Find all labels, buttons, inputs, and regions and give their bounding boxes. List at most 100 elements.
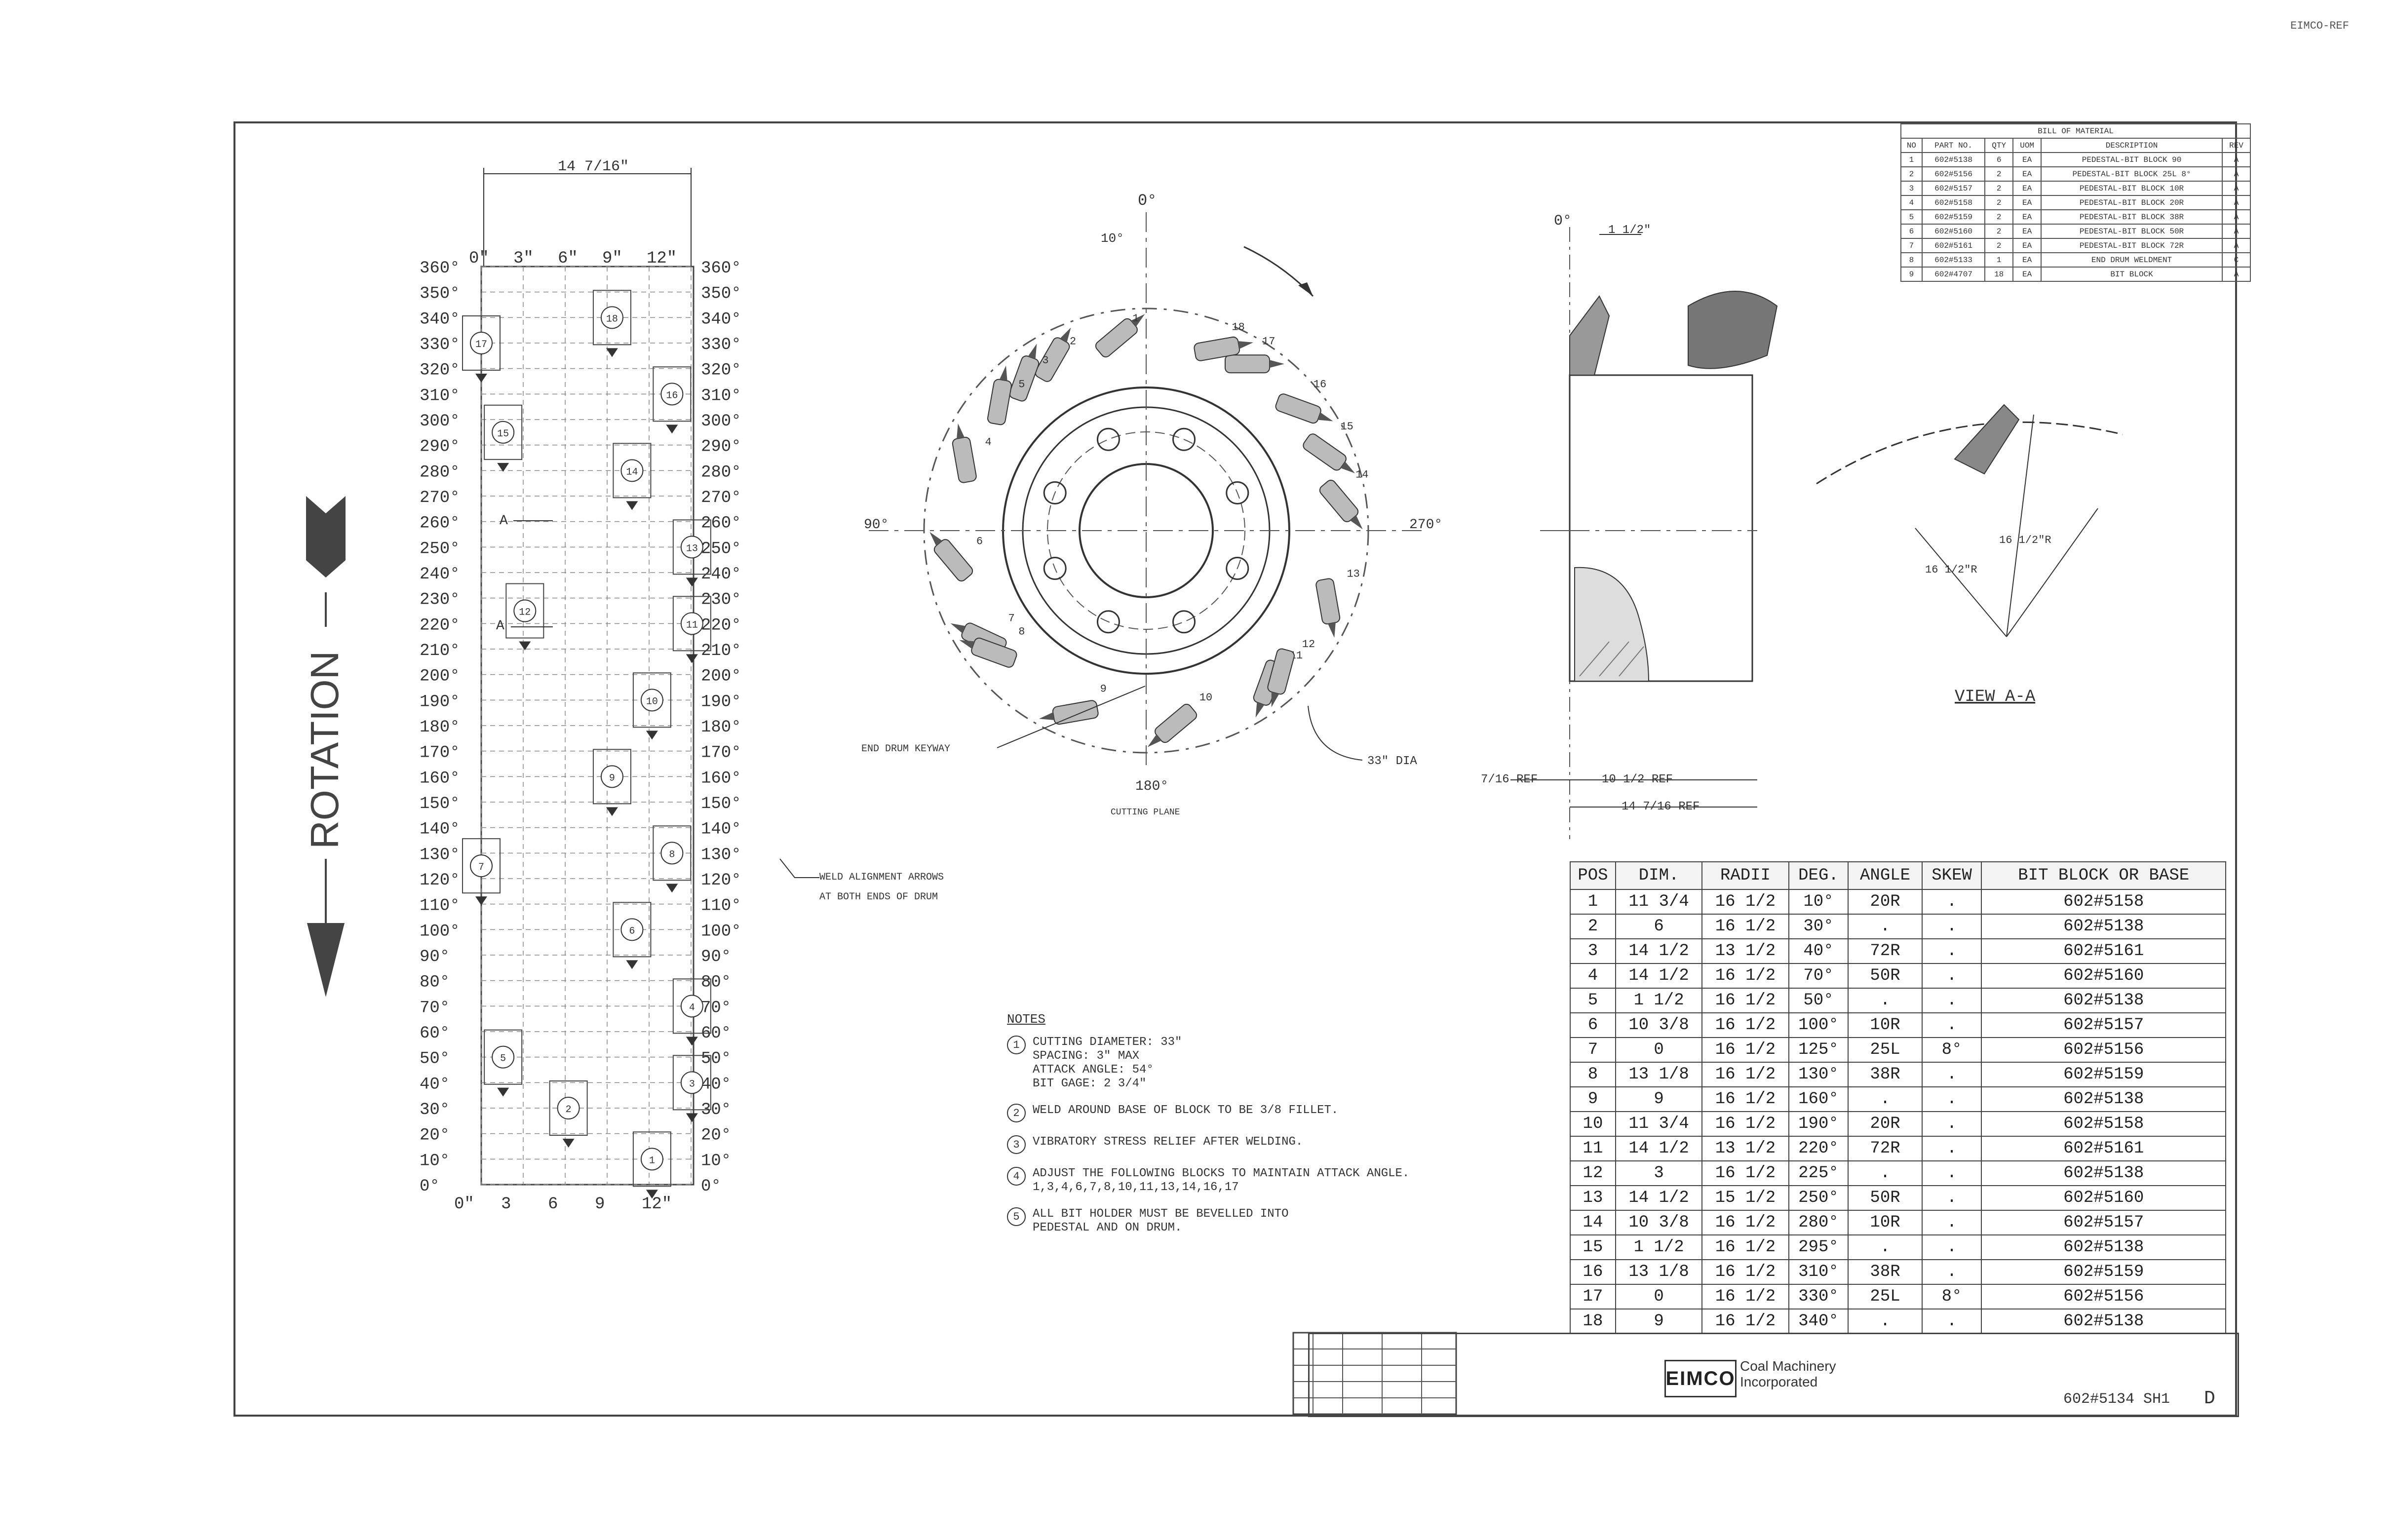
bom-cell: 4 [1900, 195, 1923, 210]
bolt-hole [1172, 427, 1196, 451]
degree-label-right: 290° [701, 438, 741, 457]
table-cell: 13 1/8 [1615, 1062, 1703, 1087]
table-cell: 16 1/2 [1701, 1259, 1789, 1285]
table-cell: 3 [1570, 938, 1616, 964]
bit-block-marker: 6 [613, 902, 652, 969]
table-cell: 18 [1570, 1309, 1616, 1334]
bolt-hole [1043, 557, 1067, 580]
bom-cell: 6 [1984, 152, 2014, 167]
degree-label-left: 170° [420, 744, 460, 763]
bit-holder-number: 16 [1313, 378, 1326, 390]
table-cell: . [1921, 1086, 1982, 1112]
bit-holder-number: 8 [1018, 626, 1025, 638]
table-cell: 11 [1570, 1136, 1616, 1161]
table-cell: 15 1/2 [1701, 1185, 1789, 1211]
bom-cell: 5 [1900, 209, 1923, 225]
bit-block-marker: 7 [462, 838, 501, 906]
table-cell: 16 [1570, 1259, 1616, 1285]
degree-label-left: 320° [420, 361, 460, 380]
table-cell: 602#5158 [1981, 889, 2226, 915]
bom-cell: 1 [1984, 252, 2014, 268]
table-cell: 16 1/2 [1701, 914, 1789, 939]
table-cell: 225° [1788, 1160, 1849, 1186]
degree-label-right: 130° [701, 846, 741, 864]
table-cell: 0 [1615, 1284, 1703, 1309]
degree-label-left: 200° [420, 667, 460, 686]
degree-label-left: 50° [420, 1050, 450, 1069]
degree-label-left: 130° [420, 846, 460, 864]
bom-cell: PEDESTAL-BIT BLOCK 72R [2041, 238, 2223, 253]
angle-top: 0° [1138, 192, 1157, 210]
bom-cell: 7 [1900, 238, 1923, 253]
bit-holder-number: 15 [1340, 421, 1353, 433]
note-text: VIBRATORY STRESS RELIEF AFTER WELDING. [1033, 1135, 1303, 1149]
bit-block-number: 18 [606, 313, 618, 325]
note-text: WELD AROUND BASE OF BLOCK TO BE 3/8 FILL… [1033, 1104, 1339, 1117]
view-aa-label: VIEW A-A [1955, 688, 2036, 706]
section-mark-top: A [500, 513, 508, 529]
degree-label-left: 110° [420, 897, 460, 916]
table-cell: 38R [1848, 1062, 1923, 1087]
top-dimension: 14 7/16" [558, 158, 629, 175]
degree-label-left: 40° [420, 1075, 450, 1094]
table-cell: 16 1/2 [1701, 963, 1789, 989]
bom-cell: A [2222, 209, 2251, 225]
degree-label-right: 140° [701, 820, 741, 839]
table-header: DIM. [1615, 861, 1703, 890]
degree-label-left: 240° [420, 565, 460, 584]
table-cell: 72R [1848, 938, 1923, 964]
degree-label-left: 360° [420, 259, 460, 278]
bolt-hole [1096, 427, 1120, 451]
sheet-id: EIMCO-REF [2290, 20, 2349, 32]
table-cell: 8° [1921, 1037, 1982, 1063]
table-cell: 72R [1848, 1136, 1923, 1161]
bit-holder-number: 7 [1008, 613, 1015, 625]
degree-label-right: 180° [701, 718, 741, 737]
bolt-hole [1043, 481, 1067, 504]
table-cell: 190° [1788, 1111, 1849, 1137]
bit-block-number: 8 [669, 849, 675, 860]
table-cell: . [1921, 914, 1982, 939]
degree-label-left: 330° [420, 336, 460, 354]
table-cell: . [1848, 1309, 1923, 1334]
bom-cell: 602#5158 [1921, 195, 1986, 210]
table-cell: 5 [1570, 988, 1616, 1013]
side-top-dim: 1 1/2" [1608, 224, 1651, 237]
bom-cell: A [2222, 166, 2251, 182]
bit-holder-number: 5 [1018, 378, 1025, 390]
table-cell: 14 1/2 [1615, 963, 1703, 989]
note-number: 4 [1007, 1167, 1026, 1186]
table-cell: . [1848, 988, 1923, 1013]
note-number: 1 [1007, 1036, 1026, 1054]
degree-label-right: 230° [701, 591, 741, 610]
table-cell: 16 1/2 [1701, 1062, 1789, 1087]
bit-holder: 3 [1009, 344, 1049, 402]
table-cell: . [1921, 963, 1982, 989]
table-cell: 7 [1570, 1037, 1616, 1063]
degree-label-left: 180° [420, 718, 460, 737]
degree-label-right: 350° [701, 285, 741, 304]
table-cell: 10 3/8 [1615, 1210, 1703, 1235]
bit-holder: 8 [959, 626, 1025, 668]
table-cell: 340° [1788, 1309, 1849, 1334]
table-cell: 14 1/2 [1615, 1136, 1703, 1161]
drawing-border [233, 121, 2237, 1417]
degree-label-left: 160° [420, 769, 460, 788]
table-cell: 17 [1570, 1284, 1616, 1309]
bit-holder-number: 12 [1302, 638, 1315, 651]
table-header: BIT BLOCK OR BASE [1981, 861, 2226, 890]
table-cell: 2 [1570, 914, 1616, 939]
table-cell: 602#5160 [1981, 963, 2226, 989]
bom-cell: EA [2012, 166, 2042, 182]
keyway-label: END DRUM KEYWAY [861, 743, 950, 755]
note-text: ADJUST THE FOLLOWING BLOCKS TO MAINTAIN … [1033, 1167, 1410, 1194]
table-cell: 8° [1921, 1284, 1982, 1309]
degree-label-left: 20° [420, 1126, 450, 1145]
